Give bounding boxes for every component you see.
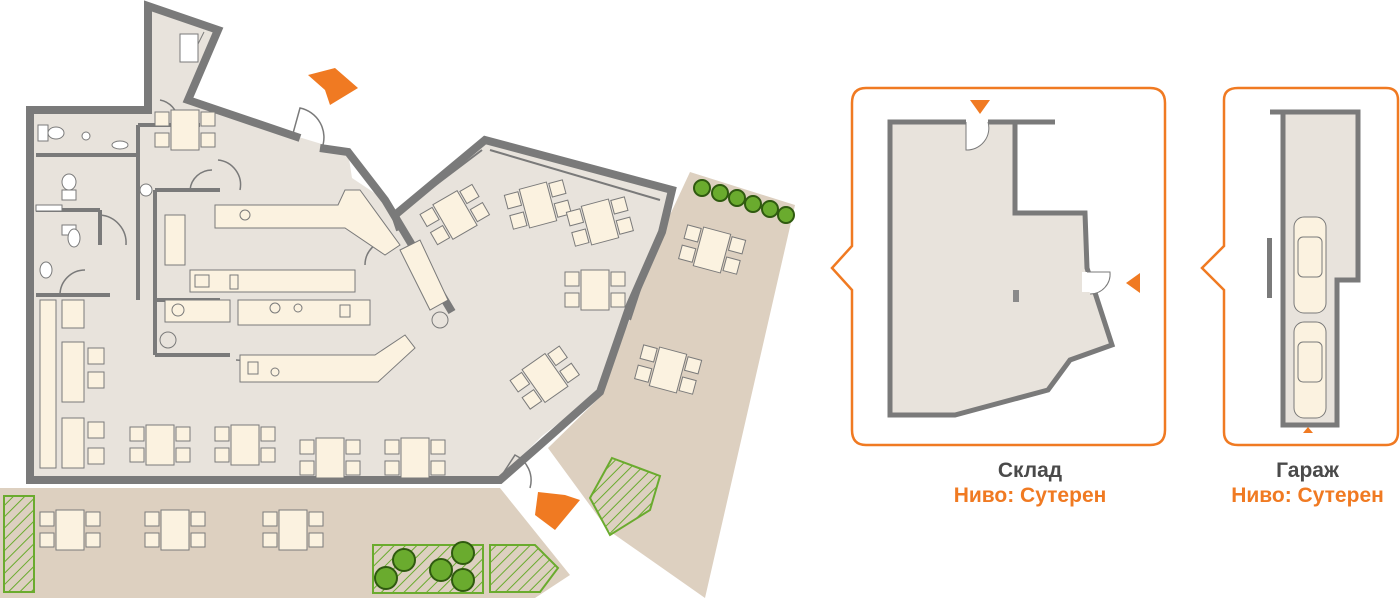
storage-panel [830,86,1167,447]
storage-level: Ниво: Сутерен [953,484,1107,507]
garage-level: Ниво: Сутерен [1231,484,1384,507]
tree-icon [374,179,795,592]
interior-walls [36,123,230,357]
terrace-table [144,509,206,551]
interior-tables [129,109,634,479]
main-plan [0,0,795,598]
car-icon [1293,216,1327,314]
entrance-arrow-icon [970,100,990,114]
dining-table [154,109,216,151]
dining-table [214,424,276,466]
dining-table [299,437,361,479]
exterior-wall [26,0,677,484]
terrace-table [262,509,324,551]
entrance-arrow-icon [535,492,580,530]
door-swing-icon [965,121,990,151]
storage-title: Склад [997,459,1063,482]
terrace-tables [39,224,747,551]
dining-table [565,196,634,247]
dining-table [129,424,191,466]
dining-table [419,183,491,246]
dining-table [384,437,446,479]
dining-table [509,345,581,410]
entrance-arrow-icon [308,68,358,105]
entrance-arrow-icon [1126,273,1140,293]
glazed-facade [399,149,661,321]
terrace-table [634,344,703,395]
storage-caption: Склад Ниво: Сутерен [930,458,1130,508]
terrace-table [678,224,747,275]
booth-seating [39,299,105,469]
garage-caption: Гараж Ниво: Сутерен [1215,458,1400,508]
kitchen-appliances [159,209,449,377]
door-swing-icon [1087,271,1111,295]
kitchen-counters [164,189,449,383]
dining-table [564,269,626,311]
entrance-arrow-icon [1303,427,1313,433]
garage-panel [1200,86,1400,447]
storage-floor [887,119,1116,418]
garage-title: Гараж [1276,459,1339,482]
car-icon [1293,321,1327,419]
dining-table [503,179,572,230]
cars [1293,216,1327,419]
restroom-fixtures [35,31,205,279]
terrace-table [39,509,101,551]
